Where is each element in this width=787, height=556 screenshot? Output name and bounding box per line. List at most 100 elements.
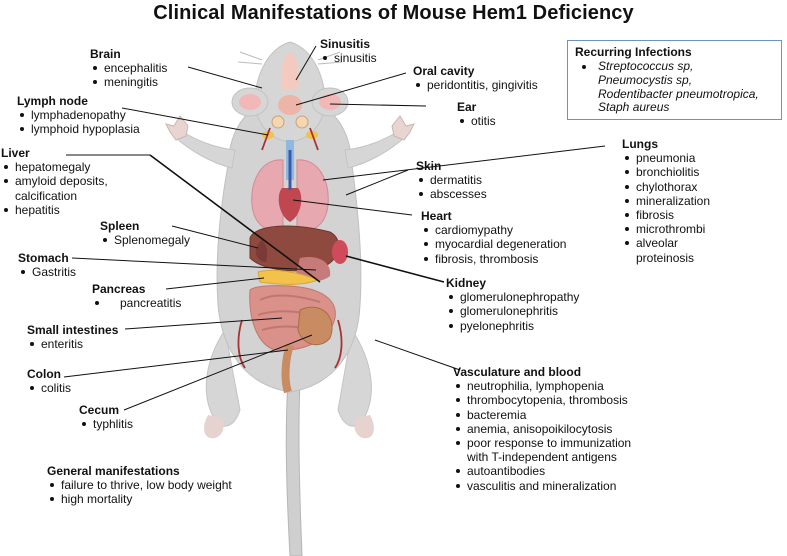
kidney-item: pyelonephritis xyxy=(446,319,579,333)
lungs-heading: Lungs xyxy=(622,137,658,151)
lungs-item: pneumonia xyxy=(622,151,710,165)
heart xyxy=(278,188,302,222)
ear-heading: Ear xyxy=(457,100,477,114)
leader-skin xyxy=(345,169,409,196)
label-sinusitis: Sinusitis sinusitis xyxy=(320,37,377,65)
lungs-item: chylothorax xyxy=(622,180,710,194)
front-paw-left xyxy=(165,115,189,141)
liver-item-cont: calcification xyxy=(15,188,78,203)
brain-heading: Brain xyxy=(90,47,121,61)
ear-right-inner xyxy=(319,94,341,110)
lungs-item: microthrombi xyxy=(622,222,710,236)
label-vasculature: Vasculature and blood neutrophilia, lymp… xyxy=(453,365,631,493)
heart-heading: Heart xyxy=(421,209,452,223)
lungs-item: fibrosis xyxy=(622,208,710,222)
vasculature-item: bacteremia xyxy=(453,408,631,422)
label-ear: Ear otitis xyxy=(457,100,496,128)
label-cecum: Cecum typhlitis xyxy=(79,403,133,431)
label-pancreas: Pancreas pancreatitis xyxy=(92,282,181,310)
front-paw-right xyxy=(391,115,415,141)
cecum-item: typhlitis xyxy=(79,417,133,431)
vasculature-item: autoantibodies xyxy=(453,464,631,478)
kidney-item: glomerulonephropathy xyxy=(446,290,579,304)
label-colon: Colon colitis xyxy=(27,367,71,395)
recurring-infections-box: Recurring Infections Streptococcus sp, P… xyxy=(567,40,782,120)
vasculature-item: thrombocytopenia, thrombosis xyxy=(453,393,631,407)
label-kidney: Kidney glomerulonephropathy glomerulonep… xyxy=(446,276,579,333)
leader-liver-2 xyxy=(149,154,321,283)
label-spleen: Spleen Splenomegaly xyxy=(100,219,190,247)
pancreas-heading: Pancreas xyxy=(92,282,146,296)
general-item: failure to thrive, low body weight xyxy=(47,478,232,492)
skin-item: abscesses xyxy=(416,187,487,201)
general-heading: General manifestations xyxy=(47,464,180,478)
colon-heading: Colon xyxy=(27,367,61,381)
infection-item-cont: Rodentibacter pneumotropica, xyxy=(598,86,759,101)
liver-item: amyloid deposits, xyxy=(1,174,108,188)
leader-lungs xyxy=(322,145,606,181)
oral-cavity-item: peridontitis, gingivitis xyxy=(413,78,538,92)
stomach-item: Gastritis xyxy=(18,265,76,279)
kidney-heading: Kidney xyxy=(446,276,487,290)
liver-heading: Liver xyxy=(1,146,30,160)
vasculature-item: poor response to immunization xyxy=(453,436,631,450)
spleen-heading: Spleen xyxy=(100,219,140,233)
blood-vessels xyxy=(237,127,343,369)
infection-item-cont: Staph aureus xyxy=(598,100,670,115)
vasculature-item: vasculitis and mineralization xyxy=(453,479,631,493)
vasculature-item-cont: with T-independent antigens xyxy=(467,450,617,465)
stomach-heading: Stomach xyxy=(18,251,69,265)
colon-item: colitis xyxy=(27,381,71,395)
lungs-item: mineralization xyxy=(622,194,710,208)
cecum-heading: Cecum xyxy=(79,403,120,417)
oral-cavity-heading: Oral cavity xyxy=(413,64,475,78)
recurring-infections-heading: Recurring Infections xyxy=(575,45,692,59)
liver-item: hepatomegaly xyxy=(1,160,108,174)
small-intestines-item: enteritis xyxy=(27,337,118,351)
label-general: General manifestations failure to thrive… xyxy=(47,464,232,507)
leader-kidney xyxy=(345,255,445,283)
lymph-node-item: lymphoid hypoplasia xyxy=(17,122,140,136)
label-liver: Liver hepatomegaly amyloid deposits, cal… xyxy=(1,146,108,217)
colon xyxy=(281,343,294,394)
vasculature-item: neutrophilia, lymphopenia xyxy=(453,379,631,393)
lungs-item-cont: proteinosis xyxy=(636,250,695,265)
leader-lymph-node xyxy=(121,107,269,136)
small-intestines-heading: Small intestines xyxy=(27,323,119,337)
leader-sinusitis xyxy=(295,45,317,81)
ear-left-inner xyxy=(239,94,261,110)
skin-item: dermatitis xyxy=(416,173,487,187)
kidney xyxy=(332,240,348,264)
brain-item: meningitis xyxy=(90,75,167,89)
leader-brain xyxy=(187,66,263,89)
brain-item: encephalitis xyxy=(90,61,167,75)
leader-ear xyxy=(329,103,427,107)
lymph-node-heading: Lymph node xyxy=(17,94,88,108)
hind-foot-left xyxy=(204,415,224,439)
leader-heart xyxy=(292,199,413,216)
leader-vasculature xyxy=(374,339,461,371)
leader-spleen xyxy=(171,225,259,249)
lungs-item: alveolar xyxy=(622,236,710,250)
spleen-item: Splenomegaly xyxy=(100,233,190,247)
sinusitis-heading: Sinusitis xyxy=(320,37,371,51)
vasculature-item: anemia, anisopoikilocytosis xyxy=(453,422,631,436)
spleen xyxy=(255,240,268,262)
nasal-sinus xyxy=(281,52,299,90)
oral-cavity xyxy=(278,95,302,115)
infection-item: Streptococcus sp, xyxy=(578,59,759,74)
leader-pancreas xyxy=(165,277,265,290)
whiskers xyxy=(237,51,343,65)
lungs-item: bronchiolitis xyxy=(622,165,710,179)
leader-cecum xyxy=(123,334,313,411)
lymph-node-item: lymphadenopathy xyxy=(17,108,140,122)
skin-heading: Skin xyxy=(416,159,442,173)
sinusitis-item: sinusitis xyxy=(320,51,377,65)
leader-colon xyxy=(63,349,289,378)
pancreas-item: pancreatitis xyxy=(92,296,181,310)
label-oral-cavity: Oral cavity peridontitis, gingivitis xyxy=(413,64,538,92)
heart-item: cardiomypathy xyxy=(421,223,566,237)
